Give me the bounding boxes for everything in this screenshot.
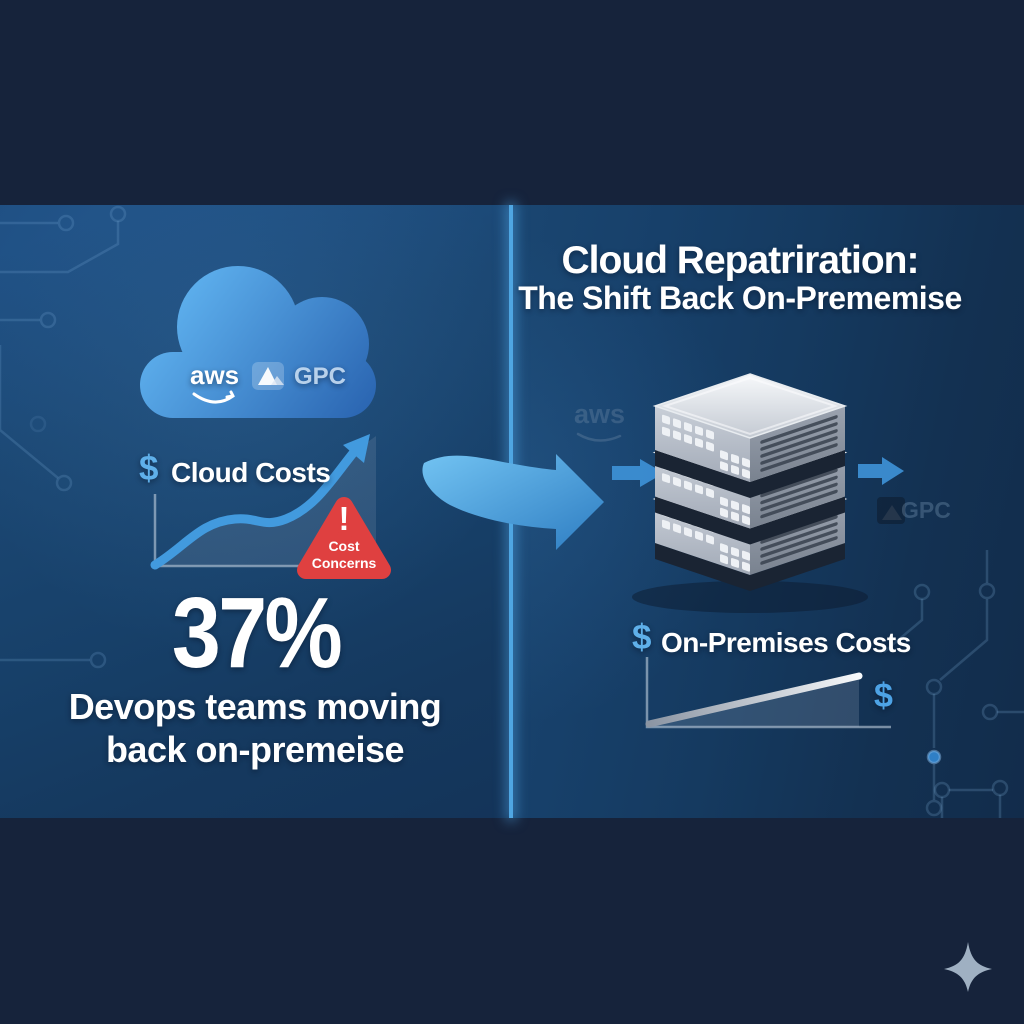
warning-text-line1: Cost <box>328 538 360 554</box>
onprem-costs-end-dollar-icon: $ <box>874 677 893 715</box>
onprem-costs-axes <box>645 657 891 729</box>
warning-triangle-icon <box>297 497 391 579</box>
arrow-out-of-servers-icon <box>858 457 904 485</box>
cloud-costs-label: Cloud Costs <box>171 457 331 488</box>
sparkle-icon <box>944 942 992 992</box>
aws-watermark-label: aws <box>574 399 626 429</box>
onprem-costs-line <box>645 672 863 728</box>
onprem-costs-dollar-icon: $ <box>632 618 652 657</box>
warning-text-line2: Concerns <box>311 555 377 571</box>
warning-exclamation: ! <box>338 500 350 537</box>
cloud-icon <box>140 266 376 418</box>
aws-logo-label: aws <box>190 360 240 390</box>
arrow-into-servers-icon <box>612 459 664 487</box>
title-line1: Cloud Repatriration: <box>561 239 920 282</box>
circuit-decoration-right <box>883 550 1024 818</box>
onprem-costs-label: On-Premises Costs <box>661 627 911 658</box>
gcp-watermark-icon <box>877 497 905 524</box>
stat-value: 37% <box>171 577 343 689</box>
cloud-costs-curve <box>150 447 359 570</box>
cloud-costs-dollar-icon: $ <box>139 449 159 488</box>
aws-logo-swoosh <box>192 390 235 404</box>
aws-watermark-swoosh <box>576 432 622 442</box>
stat-caption-line1: Devops teams moving <box>68 686 442 727</box>
server-stack-icon <box>632 372 868 613</box>
cloud-costs-arrowhead <box>343 434 370 463</box>
onprem-costs-chart <box>645 657 891 729</box>
gcp-logo-icon <box>252 362 284 390</box>
flow-arrow-icon <box>422 454 604 550</box>
gcp-logo-label: GPC <box>294 363 347 390</box>
stat-caption-line2: back on-premeise <box>105 729 405 770</box>
title-line2: The Shift Back On-Prememise <box>518 280 962 316</box>
circuit-decoration-left <box>0 205 127 669</box>
gcp-watermark-label: GPC <box>901 497 951 523</box>
